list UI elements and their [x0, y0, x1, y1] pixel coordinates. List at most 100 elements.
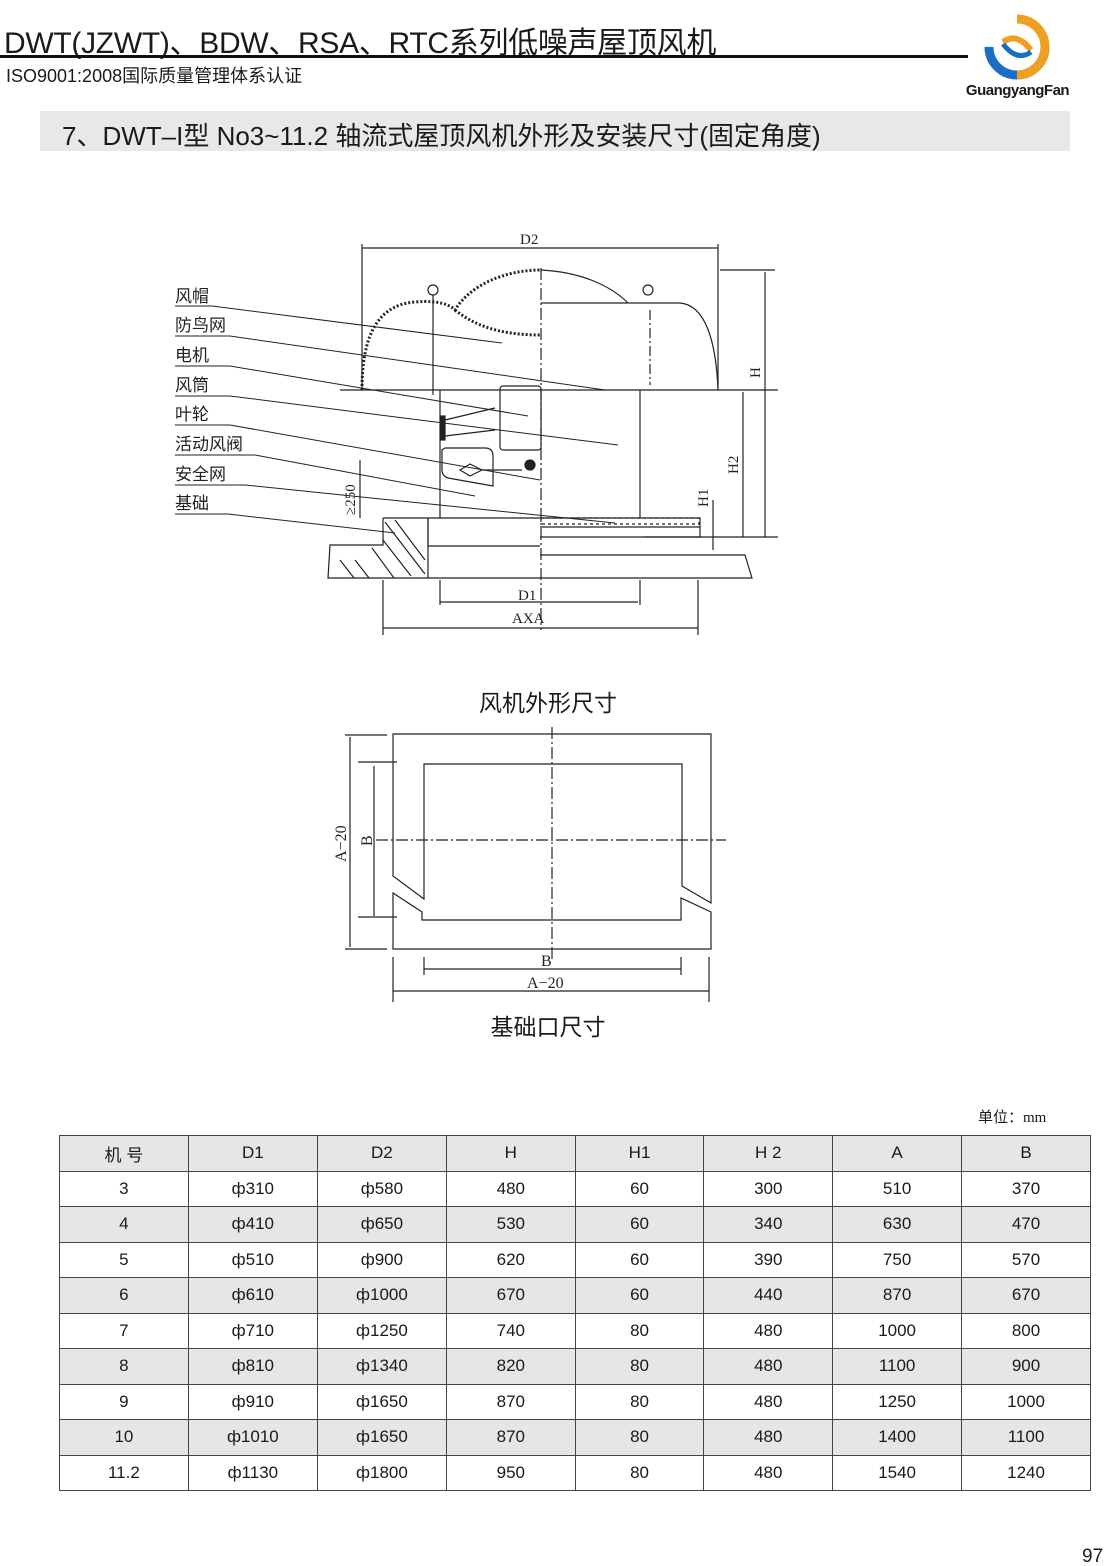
table-cell: ф710 [187, 1312, 318, 1349]
table-cell: 870 [445, 1383, 576, 1420]
table-cell: ф1010 [187, 1419, 318, 1456]
column-header: A [832, 1135, 963, 1172]
column-header: B [961, 1135, 1091, 1172]
table-cell: 4 [59, 1206, 189, 1243]
table-cell: 3 [59, 1170, 189, 1207]
logo-text: GuangyangFan [965, 82, 1070, 99]
table-cell: 390 [703, 1241, 834, 1278]
h1-label: H1 [696, 489, 712, 507]
column-header: D1 [187, 1135, 318, 1172]
table-cell: 1000 [832, 1312, 963, 1349]
table-cell: ф510 [187, 1241, 318, 1278]
column-header: D2 [316, 1135, 447, 1172]
table-cell: 11.2 [59, 1454, 189, 1491]
table-cell: ф1130 [187, 1454, 318, 1491]
table-cell: 630 [832, 1206, 963, 1243]
table-cell: 440 [703, 1277, 834, 1314]
label-foundation: 基础 [175, 494, 209, 513]
axa-label: AXA [512, 611, 545, 627]
section-header: 7、DWT–I型 No3~11.2 轴流式屋顶风机外形及安装尺寸(固定角度) [40, 111, 1070, 151]
table-cell: 1250 [832, 1383, 963, 1420]
table-cell: 9 [59, 1383, 189, 1420]
a20-vertical-label: A−20 [333, 825, 350, 862]
document-title: DWT(JZWT)、BDW、RSA、RTC系列低噪声屋顶风机 [4, 27, 717, 60]
table-cell: 7 [59, 1312, 189, 1349]
column-header: 机 号 [59, 1135, 189, 1172]
table-cell: ф1650 [316, 1383, 447, 1420]
base-drawing-caption: 基础口尺寸 [490, 1014, 606, 1040]
table-cell: 60 [574, 1170, 705, 1207]
table-cell: 620 [445, 1241, 576, 1278]
table-cell: 570 [961, 1241, 1091, 1278]
table-cell: 300 [703, 1170, 834, 1207]
table-cell: 740 [445, 1312, 576, 1349]
table-cell: 820 [445, 1348, 576, 1385]
table-cell: 480 [703, 1419, 834, 1456]
table-cell: 6 [59, 1277, 189, 1314]
header-rule [0, 55, 968, 58]
foundation-opening-drawing: A−20 B B A−20 [333, 727, 726, 1002]
min-height-label: ≥250 [343, 484, 359, 515]
fan-outline-drawing: D2 H H2 H1 ≥250 [175, 232, 778, 1002]
table-cell: 60 [574, 1206, 705, 1243]
table-cell: 480 [445, 1170, 576, 1207]
table-cell: 870 [832, 1277, 963, 1314]
table-cell: 870 [445, 1419, 576, 1456]
table-cell: 480 [703, 1348, 834, 1385]
table-cell: 750 [832, 1241, 963, 1278]
table-cell: 80 [574, 1454, 705, 1491]
section-title: 7、DWT–I型 No3~11.2 轴流式屋顶风机外形及安装尺寸(固定角度) [62, 121, 821, 151]
fan-drawing-caption: 风机外形尺寸 [479, 690, 617, 716]
table-cell: 1540 [832, 1454, 963, 1491]
table-cell: ф410 [187, 1206, 318, 1243]
table-cell: ф1000 [316, 1277, 447, 1314]
table-cell: 80 [574, 1383, 705, 1420]
column-header: H1 [574, 1135, 705, 1172]
table-cell: ф900 [316, 1241, 447, 1278]
b-horizontal-label: B [541, 953, 552, 970]
table-cell: 470 [961, 1206, 1091, 1243]
table-cell: 480 [703, 1383, 834, 1420]
table-cell: 80 [574, 1348, 705, 1385]
table-cell: 800 [961, 1312, 1091, 1349]
table-cell: ф910 [187, 1383, 318, 1420]
company-logo-icon [984, 14, 1050, 80]
label-duct: 风筒 [175, 376, 209, 395]
table-cell: 60 [574, 1241, 705, 1278]
page-number: 97 [1082, 1546, 1104, 1566]
d2-label: D2 [520, 232, 538, 248]
table-cell: 480 [703, 1454, 834, 1491]
column-header: H 2 [703, 1135, 834, 1172]
table-cell: ф650 [316, 1206, 447, 1243]
table-cell: 1100 [961, 1419, 1091, 1456]
table-cell: 8 [59, 1348, 189, 1385]
table-cell: ф580 [316, 1170, 447, 1207]
h-label: H [748, 367, 764, 378]
table-cell: ф810 [187, 1348, 318, 1385]
column-header: H [445, 1135, 576, 1172]
table-cell: 670 [445, 1277, 576, 1314]
table-cell: 510 [832, 1170, 963, 1207]
table-cell: 10 [59, 1419, 189, 1456]
table-cell: ф610 [187, 1277, 318, 1314]
label-damper: 活动风阀 [175, 435, 243, 454]
table-cell: 5 [59, 1241, 189, 1278]
table-cell: 900 [961, 1348, 1091, 1385]
table-cell: 1000 [961, 1383, 1091, 1420]
label-motor: 电机 [175, 346, 209, 365]
label-impeller: 叶轮 [175, 405, 209, 424]
table-cell: 80 [574, 1312, 705, 1349]
table-cell: 80 [574, 1419, 705, 1456]
